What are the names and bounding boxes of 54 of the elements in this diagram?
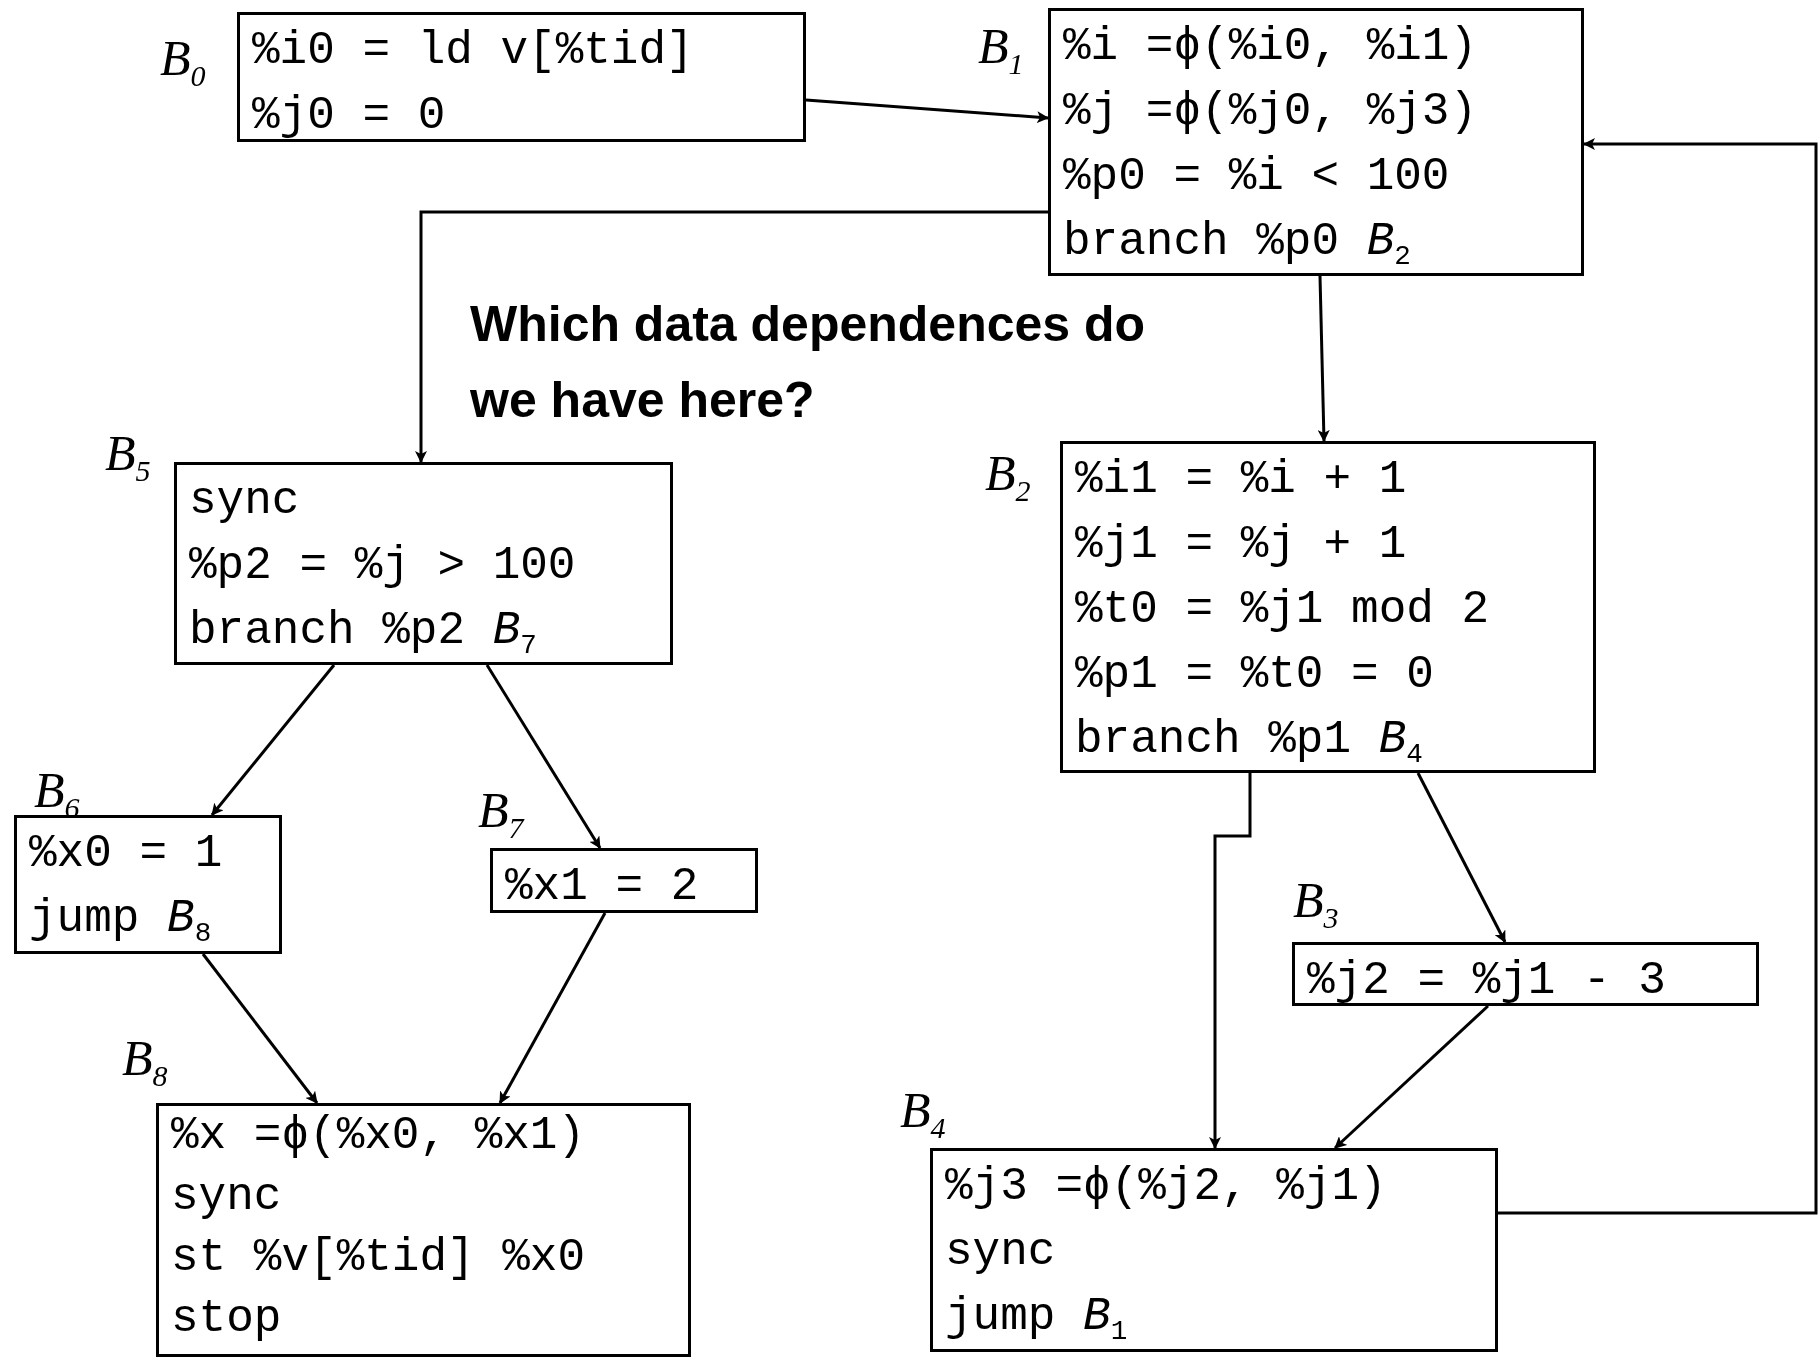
block-label: B$_{7}$ [478,782,524,846]
code-block [14,815,282,954]
arrow [485,664,602,849]
code-line: %x =ϕ(%x0, %x1) [171,1109,586,1164]
arrow [201,953,319,1104]
code-line: %i1 = %i + 1 [1075,453,1407,508]
code-line: %j3 =ϕ(%j2, %j1) [945,1160,1387,1215]
code-line: jump B$_{8}$ [29,892,212,952]
code-line: %i =ϕ(%i0, %i1) [1063,20,1478,75]
code-line: %t0 = %j1 mod 2 [1075,583,1490,638]
code-line: %p2 = %j > 100 [189,539,576,594]
arrow [1317,275,1330,442]
code-line: sync [171,1170,282,1225]
arrow [210,664,336,816]
code-line: branch %p2 B$_{7}$ [189,604,537,664]
code-line: %j0 = 0 [252,89,446,144]
code-line: branch %p1 B$_{4}$ [1075,713,1423,773]
code-block [930,1148,1498,1352]
arrow [1416,772,1507,943]
arrow [415,210,1048,463]
code-line: %x0 = 1 [29,827,223,882]
block-label: B$_{4}$ [900,1082,946,1146]
code-line: %x1 = 2 [505,860,699,915]
block-label: B$_{3}$ [1293,872,1339,936]
code-line: stop [171,1292,282,1347]
code-line: sync [945,1225,1056,1280]
code-line: %j =ϕ(%j0, %j3) [1063,85,1478,140]
block-label: B$_{5}$ [105,425,151,489]
code-line: %j2 = %j1 - 3 [1307,954,1666,1009]
arrow [805,98,1049,124]
code-block [237,12,806,142]
question-text: Which data dependences do we have here? [470,295,1147,430]
code-line: %j1 = %j + 1 [1075,518,1407,573]
code-line: %p1 = %t0 = 0 [1075,648,1434,703]
code-block [1292,942,1759,1006]
code-block [1048,8,1584,276]
arrow [498,912,607,1104]
block-label: B$_{1}$ [978,18,1024,82]
arrow [1498,138,1818,1215]
arrow [1209,773,1252,1149]
block-label: B$_{2}$ [985,445,1031,509]
code-block [490,848,758,913]
code-line: %i0 = ld v[%tid] [252,24,694,79]
code-line: %p0 = %i < 100 [1063,150,1450,205]
code-block [174,462,673,665]
code-line: branch %p0 B$_{2}$ [1063,215,1411,275]
block-label: B$_{8}$ [122,1030,168,1094]
arrow [1334,1004,1489,1150]
code-block [1060,441,1596,773]
code-line: sync [189,474,300,529]
code-line: st %v[%tid] %x0 [171,1231,586,1286]
code-block [156,1103,691,1357]
block-label: B$_{0}$ [160,30,206,94]
code-line: jump B$_{1}$ [945,1290,1128,1350]
